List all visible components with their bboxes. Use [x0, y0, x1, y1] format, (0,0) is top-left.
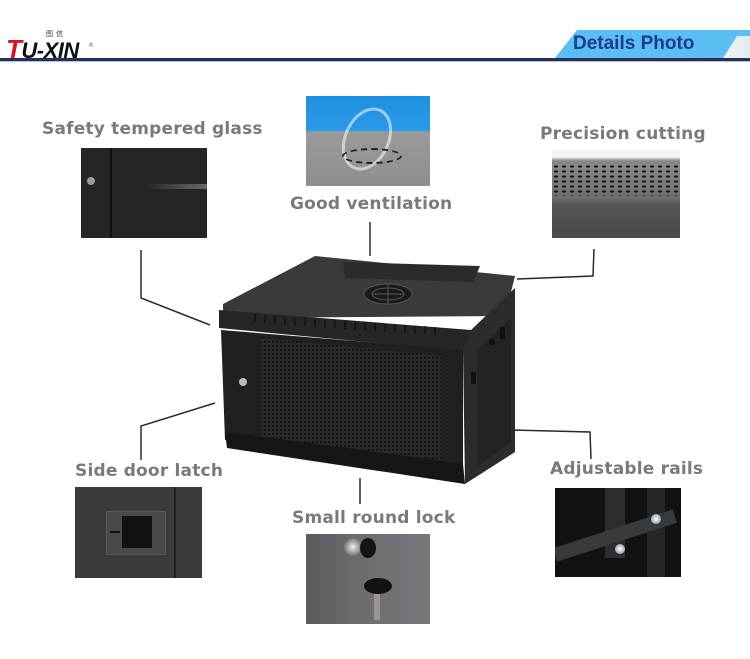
screw-icon-2 [615, 544, 625, 554]
fan-grille-icon [342, 148, 402, 164]
label-adjustable-rails: Adjustable rails [550, 459, 704, 479]
lock-knob-icon [87, 177, 95, 185]
airflow-swirl-icon [332, 99, 402, 179]
key-blade-icon [374, 594, 380, 620]
glass-reflection [145, 184, 207, 189]
screw-icon [651, 514, 661, 524]
rails-photo [555, 488, 681, 577]
connector-glass [140, 250, 211, 326]
label-side-door-latch: Side door latch [75, 461, 224, 481]
header-divider [0, 58, 750, 61]
rail-vertical-2 [647, 488, 665, 577]
glass-door-photo [81, 148, 207, 238]
key-head-icon [360, 538, 376, 558]
connector-latch [140, 402, 216, 460]
connector-rails [511, 429, 592, 460]
banner-title: Details Photo [573, 33, 695, 54]
label-safety-tempered-glass: Safety tempered glass [42, 119, 263, 139]
connector-cutting [516, 248, 595, 280]
label-good-ventilation: Good ventilation [290, 194, 453, 214]
label-small-round-lock: Small round lock [292, 508, 456, 528]
fan-airflow-photo [306, 96, 430, 186]
header-divider-shadow [0, 61, 750, 62]
key-lock-photo [306, 534, 430, 624]
spare-key-head-icon [364, 578, 392, 594]
registered-mark: ® [88, 42, 94, 49]
lock-cylinder-icon [344, 538, 362, 556]
perforation-pattern [552, 164, 680, 196]
latch-photo [75, 487, 202, 578]
door-seam [174, 487, 176, 578]
door-edge [110, 148, 112, 238]
label-precision-cutting: Precision cutting [540, 124, 706, 144]
details-photo-banner: Details Photo [555, 30, 750, 58]
header: 图信 TU-XIN ® Details Photo [0, 0, 750, 64]
perforated-panel-photo [552, 150, 680, 238]
logo-chinese-text: 图信 [46, 30, 66, 38]
latch-indicator [110, 531, 120, 533]
cabinet-main-photo [219, 256, 515, 484]
latch-recess [122, 516, 152, 548]
logo-initial: T [6, 34, 22, 64]
banner-background [555, 30, 750, 58]
